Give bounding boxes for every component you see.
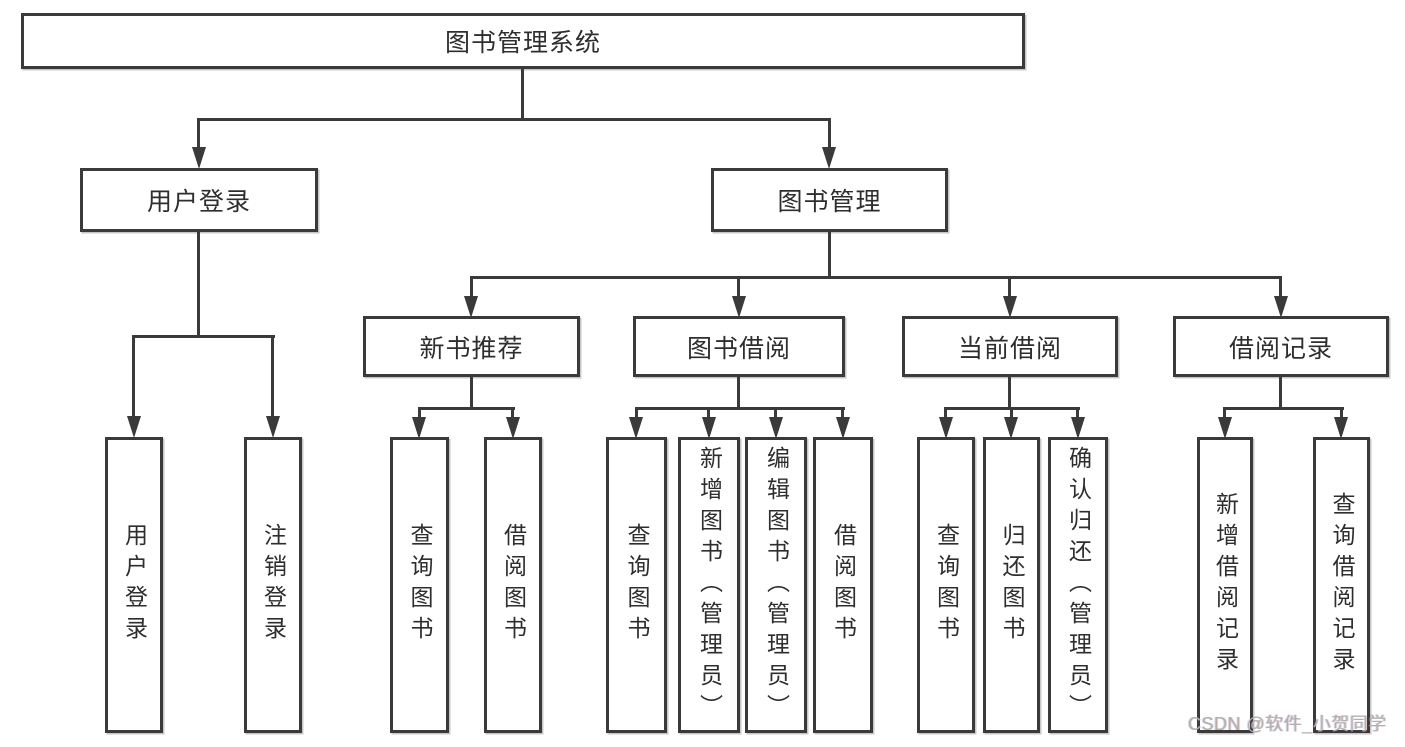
leaf-newbooks-query: 查询图书	[390, 437, 449, 733]
arrow-down-icon	[629, 417, 643, 439]
connector-line	[470, 276, 473, 300]
leaf-borrow-edit-admin: 编辑图书（管理员）	[745, 437, 807, 733]
connector-line	[737, 276, 740, 300]
leaf-records-add-label: 新增借阅记录	[1212, 492, 1239, 678]
connector-line	[828, 232, 831, 279]
connector-line	[1279, 377, 1282, 407]
arrow-down-icon	[822, 147, 836, 169]
connector-line	[737, 377, 740, 407]
arrow-down-icon	[127, 416, 141, 438]
connector-line	[418, 407, 515, 410]
connector-line	[132, 335, 135, 419]
arrow-down-icon	[464, 296, 478, 318]
leaf-current-return: 归还图书	[983, 437, 1040, 733]
node-book-management-label: 图书管理	[777, 188, 882, 216]
connector-line	[271, 335, 274, 419]
leaf-borrow-add-admin-label: 新增图书（管理员）	[696, 445, 723, 725]
connector-line	[1008, 276, 1011, 300]
leaf-records-add: 新增借阅记录	[1197, 437, 1253, 733]
arrow-down-icon	[1274, 296, 1288, 318]
connector-line	[132, 335, 275, 338]
leaf-newbooks-borrow-label: 借阅图书	[500, 523, 527, 647]
node-borrow-records: 借阅记录	[1173, 316, 1389, 377]
connector-line	[707, 407, 710, 421]
connector-line	[1008, 377, 1011, 407]
arrow-down-icon	[412, 417, 426, 439]
watermark-text: CSDN @软件_小贺同学	[1188, 714, 1387, 734]
leaf-logout: 注销登录	[244, 437, 302, 733]
leaf-borrow-borrow: 借阅图书	[813, 437, 873, 733]
leaf-current-confirm-admin-label: 确认归还（管理员）	[1065, 445, 1092, 725]
arrow-down-icon	[192, 147, 206, 169]
connector-line	[841, 407, 844, 421]
arrow-down-icon	[836, 417, 850, 439]
leaf-borrow-query: 查询图书	[606, 437, 667, 733]
arrow-down-icon	[1004, 417, 1018, 439]
node-user-login-label: 用户登录	[146, 188, 251, 216]
leaf-borrow-add-admin: 新增图书（管理员）	[678, 437, 740, 733]
arrow-down-icon	[702, 417, 716, 439]
connector-line	[944, 407, 947, 421]
node-book-borrow-label: 图书借阅	[686, 334, 791, 363]
arrow-down-icon	[1003, 296, 1017, 318]
leaf-current-confirm-admin: 确认归还（管理员）	[1048, 437, 1108, 733]
node-current-borrow-label: 当前借阅	[957, 334, 1062, 363]
leaf-user-login: 用户登录	[105, 437, 163, 733]
connector-line	[828, 118, 831, 150]
connector-line	[1279, 276, 1282, 300]
connector-line	[197, 232, 200, 335]
arrow-down-icon	[1334, 417, 1348, 439]
leaf-current-query-label: 查询图书	[933, 523, 960, 647]
connector-line	[635, 407, 845, 410]
leaf-borrow-borrow-label: 借阅图书	[830, 523, 857, 647]
node-book-borrow: 图书借阅	[633, 316, 845, 377]
connector-line	[1076, 407, 1079, 421]
leaf-logout-label: 注销登录	[260, 523, 287, 647]
node-user-login: 用户登录	[80, 168, 318, 232]
arrow-down-icon	[1071, 417, 1085, 439]
node-library-system: 图书管理系统	[21, 13, 1025, 69]
arrow-down-icon	[732, 296, 746, 318]
arrow-down-icon	[506, 417, 520, 439]
leaf-current-query: 查询图书	[917, 437, 975, 733]
arrow-down-icon	[1218, 417, 1232, 439]
leaf-records-query: 查询借阅记录	[1313, 437, 1370, 733]
leaf-newbooks-borrow: 借阅图书	[484, 437, 542, 733]
leaf-records-query-label: 查询借阅记录	[1329, 492, 1355, 678]
arrow-down-icon	[769, 417, 783, 439]
leaf-current-return-label: 归还图书	[999, 523, 1025, 647]
connector-line	[521, 69, 524, 118]
arrow-down-icon	[266, 416, 280, 438]
connector-line	[197, 118, 831, 121]
node-library-system-label: 图书管理系统	[444, 29, 601, 57]
node-borrow-records-label: 借阅记录	[1228, 334, 1333, 363]
connector-line	[470, 377, 473, 407]
connector-line	[1223, 407, 1226, 421]
node-new-book-recommend-label: 新书推荐	[419, 334, 524, 363]
node-current-borrow: 当前借阅	[902, 316, 1118, 377]
connector-line	[1223, 407, 1344, 410]
leaf-borrow-query-label: 查询图书	[624, 523, 650, 647]
connector-line	[1010, 407, 1013, 421]
connector-line	[635, 407, 638, 421]
connector-line	[774, 407, 777, 421]
leaf-borrow-edit-admin-label: 编辑图书（管理员）	[763, 445, 790, 725]
leaf-user-login-label: 用户登录	[121, 523, 148, 647]
connector-line	[511, 407, 514, 421]
connector-line	[418, 407, 421, 421]
connector-line	[1340, 407, 1343, 421]
node-book-management: 图书管理	[711, 168, 948, 232]
leaf-newbooks-query-label: 查询图书	[407, 523, 433, 647]
node-new-book-recommend: 新书推荐	[363, 316, 580, 377]
arrow-down-icon	[939, 417, 953, 439]
connector-line	[470, 276, 1282, 279]
connector-line	[197, 118, 200, 150]
